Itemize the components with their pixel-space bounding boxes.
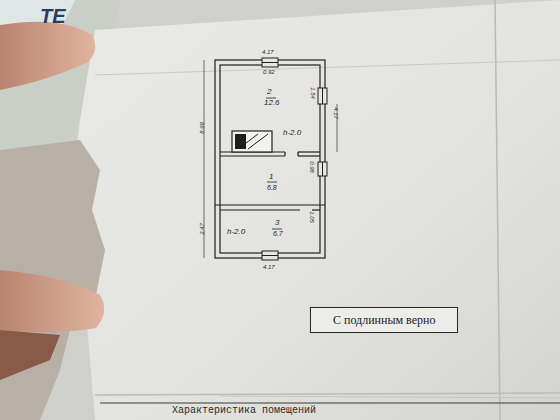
dimension: 4.17 xyxy=(333,107,339,119)
stove-hatch xyxy=(248,134,268,149)
fraction-bar xyxy=(272,229,282,230)
window xyxy=(262,58,278,67)
room-number: 3 xyxy=(275,219,279,227)
window-dimension: 0.98 xyxy=(309,161,315,173)
room-area: 12.6 xyxy=(264,99,280,107)
fraction-bars xyxy=(266,98,282,229)
finger xyxy=(0,22,95,90)
room: 16.8 xyxy=(221,157,319,204)
header-fragment: ТЕ xyxy=(40,6,66,26)
window-dimension: 0.92 xyxy=(263,69,275,75)
partition xyxy=(220,209,300,210)
partition xyxy=(215,204,325,205)
fold-line xyxy=(495,0,500,420)
fold-line xyxy=(95,393,560,395)
window xyxy=(318,162,327,176)
window xyxy=(262,251,278,260)
partition xyxy=(298,151,320,152)
stove-body xyxy=(232,131,272,152)
window xyxy=(318,88,327,104)
stove-hatch xyxy=(246,134,258,143)
window xyxy=(322,88,323,104)
room-area: 6.8 xyxy=(267,184,277,191)
room-area: 6.7 xyxy=(273,230,283,237)
room-number: 2 xyxy=(267,88,271,96)
table-heading: Характеристика помещений xyxy=(172,406,316,416)
stove xyxy=(232,131,272,152)
stamp-shadow xyxy=(309,306,459,334)
door xyxy=(284,152,285,156)
window xyxy=(322,162,323,176)
partition xyxy=(298,155,320,156)
paper-sheet xyxy=(70,0,560,420)
room-number: 1 xyxy=(269,173,273,181)
partition xyxy=(312,209,320,210)
floor-plan xyxy=(215,60,325,258)
room: 2 12.6 h-2.0 xyxy=(221,66,319,151)
dimension: 8.99 xyxy=(199,122,205,134)
dimension-lines xyxy=(204,60,337,258)
stove-firebox xyxy=(235,134,246,149)
outer-wall xyxy=(215,60,325,258)
windows xyxy=(262,58,327,260)
room-height: h-2.0 xyxy=(283,129,301,137)
dimension: 4.17 xyxy=(263,264,275,270)
finger xyxy=(0,270,104,332)
dimension: 1.05 xyxy=(309,211,315,223)
fraction-bar xyxy=(267,182,277,183)
stamp-box: С подлинным верно xyxy=(310,307,458,333)
table-rule xyxy=(100,403,560,404)
door xyxy=(297,152,298,156)
finger-shadow xyxy=(0,330,60,380)
fold-line xyxy=(95,60,560,75)
torn-edge xyxy=(0,140,105,420)
partition xyxy=(220,155,285,156)
inner-wall xyxy=(220,65,320,253)
window xyxy=(262,62,278,63)
room-height: h-2.0 xyxy=(227,228,245,236)
dimension: 2.47 xyxy=(199,223,205,235)
stamp-text: С подлинным верно xyxy=(333,314,435,326)
window-dimension: 1.54 xyxy=(310,87,316,99)
dimension: 4.17 xyxy=(262,49,274,55)
window xyxy=(262,255,278,256)
room: 3 6.7 h-2.0 xyxy=(221,211,319,252)
fold-line xyxy=(220,396,560,398)
